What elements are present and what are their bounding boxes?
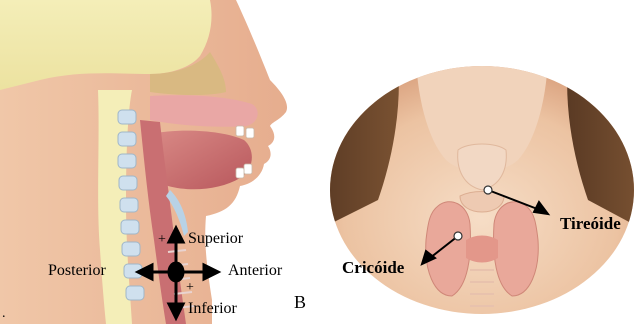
label-inferior: Inferior	[188, 300, 237, 318]
thyroid-left-lobe	[426, 202, 471, 296]
label-thyroid: Tireóide	[560, 214, 621, 234]
panel-letter-b: B	[294, 292, 306, 313]
label-superior: Superior	[188, 230, 243, 248]
compass-center	[169, 263, 183, 281]
label-posterior: Posterior	[48, 262, 106, 280]
marker-thyroid	[484, 186, 492, 194]
plus-sign-top: +	[158, 232, 166, 248]
label-cricoid: Cricóide	[342, 258, 404, 278]
corner-mark: .	[2, 306, 6, 322]
plus-sign-bottom: +	[186, 280, 194, 296]
label-anterior: Anterior	[228, 262, 282, 280]
arrow-right-icon	[204, 265, 218, 279]
neck-thyroid-panel: Tireóide Cricóide	[318, 0, 644, 324]
thyroid-isthmus	[466, 236, 498, 263]
sagittal-head-neck-panel: . + + Superior Posterior Anterior Inferi…	[0, 0, 300, 324]
thyroid-right-lobe	[494, 202, 539, 296]
marker-cricoid	[454, 232, 462, 240]
